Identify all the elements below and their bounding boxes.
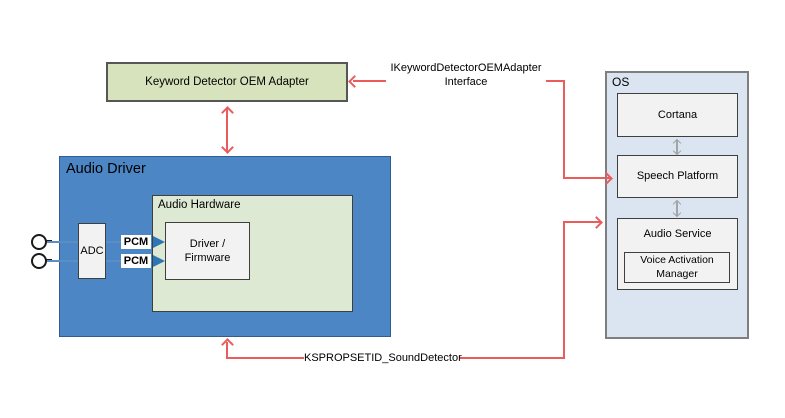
cortana-speech-arrow [676,140,678,154]
ikeyword-interface-label: IKeywordDetectorOEMAdapter Interface [386,61,546,90]
adc-box: ADC [78,223,106,279]
driver-firmware-line1: Driver / [189,237,226,250]
arrow-head-down-icon [221,141,234,154]
cortana-label: Cortana [657,108,698,121]
pcm-arrowhead-bottom [153,255,165,267]
arrow-head-up-icon [221,106,234,119]
mic-wire-top [47,241,78,243]
speech-platform-box: Speech Platform [617,155,738,198]
adc-label: ADC [80,244,104,257]
keyword-detector-oem-adapter-label: Keyword Detector OEM Adapter [145,75,309,88]
microphone-icon [31,234,52,250]
ikeyword-interface-line2: Interface [444,76,488,89]
ksprop-sounddetector-label: KSPROPSETID_SoundDetector [304,351,462,365]
speech-platform-label: Speech Platform [636,170,719,183]
cortana-box: Cortana [617,93,738,137]
ikeyword-interface-line1: IKeywordDetectorOEMAdapter [390,62,542,74]
adapter-driver-connector [226,108,228,152]
os-title: OS [612,75,630,89]
pcm-label-top: PCM [121,235,151,249]
voice-activation-manager-line2: Manager [656,267,698,280]
microphone-icon [31,253,52,269]
pcm-label-bottom: PCM [121,254,151,268]
ikeyword-connector-h2 [563,177,610,179]
audio-service-label: Audio Service [643,228,712,240]
pcm-arrowhead-top [153,236,165,248]
ksprop-connector-v2 [563,221,565,359]
keyword-detector-oem-adapter-box: Keyword Detector OEM Adapter [106,62,348,102]
audio-hardware-title: Audio Hardware [158,199,241,211]
mic-wire-bottom [47,260,78,262]
ikeyword-connector-v [563,80,565,178]
speech-audioservice-arrow [676,201,678,216]
audio-driver-title: Audio Driver [66,161,146,177]
voice-activation-manager-line1: Voice Activation [640,254,714,267]
ksprop-connector-v1 [226,342,228,359]
driver-firmware-box: Driver / Firmware [165,222,250,280]
voice-activation-manager-box: Voice Activation Manager [624,252,730,283]
arrow-head-right-icon [590,216,603,229]
driver-firmware-line2: Firmware [184,252,231,264]
ksprop-connector-h2 [563,221,600,223]
